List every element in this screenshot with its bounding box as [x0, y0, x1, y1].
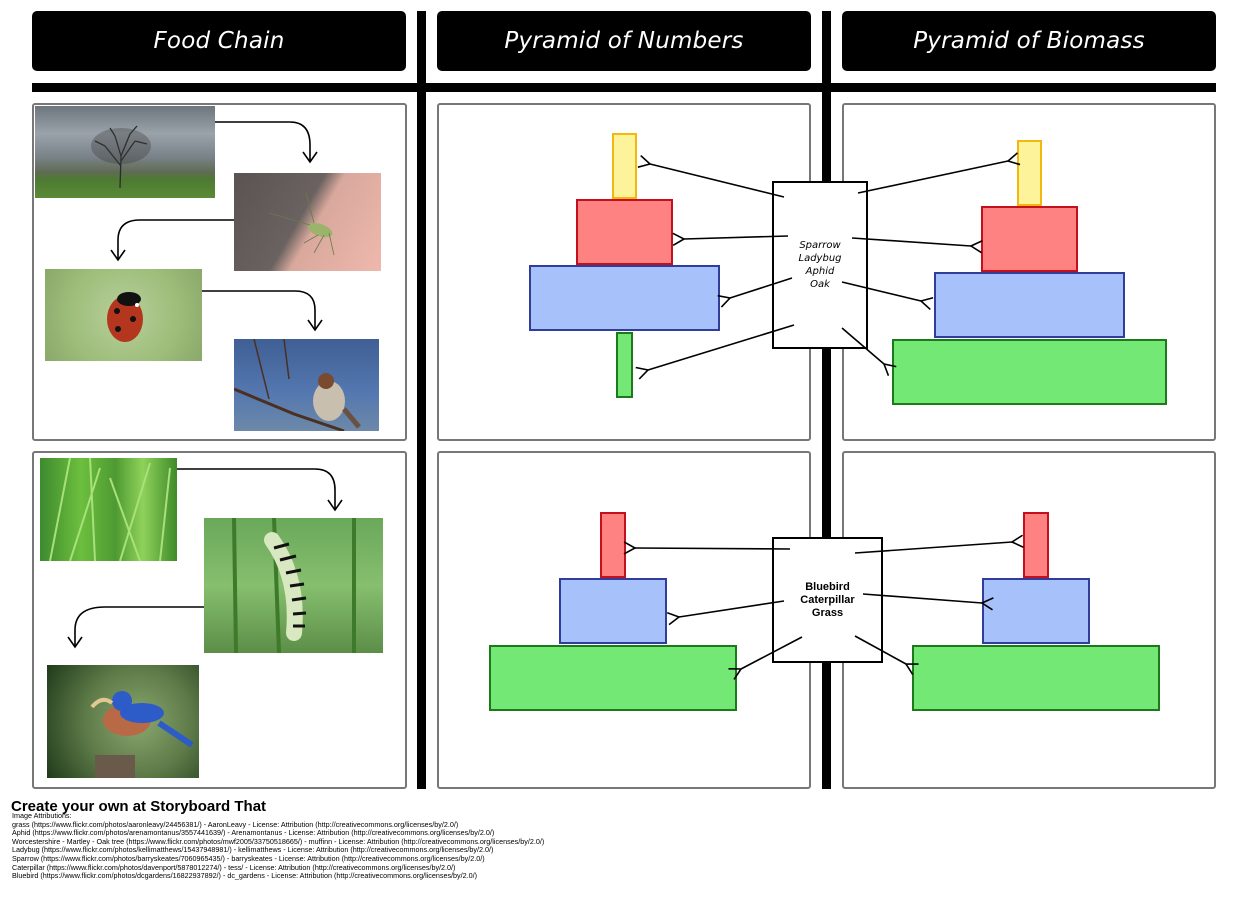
label-line: Aphid	[805, 266, 835, 277]
attributions-heading: Image Attributions:	[12, 811, 72, 820]
label-line: Ladybug	[798, 253, 842, 264]
header-food-chain: Food Chain	[32, 11, 406, 71]
label-line: Caterpillar	[800, 593, 855, 606]
attribution-line: Bluebird (https://www.flickr.com/photos/…	[12, 871, 478, 881]
oak-tree-photo	[35, 106, 215, 198]
horizontal-divider	[32, 83, 1216, 92]
aphid-icon	[268, 192, 335, 256]
label-box-row-2: Bluebird Caterpillar Grass	[772, 537, 883, 663]
bluebird-photo	[47, 665, 199, 778]
numbers-tier-ladybug	[576, 199, 673, 265]
ladybug-photo	[45, 269, 202, 361]
ladybug-icon	[107, 292, 143, 342]
sparrow-icon	[234, 339, 361, 431]
aphid-photo	[234, 173, 381, 271]
label-line: Grass	[811, 606, 844, 619]
biomass-tier-bluebird	[1023, 512, 1049, 578]
label-line: Sparrow	[799, 240, 841, 251]
biomass-tier-grass	[912, 645, 1160, 711]
numbers-tier-bluebird	[600, 512, 626, 578]
label-box-row-1: Sparrow Ladybug Aphid Oak	[772, 181, 868, 349]
image-attributions: Image Attributions: grass (https://www.f…	[12, 811, 545, 881]
numbers-tier-aphid	[529, 265, 720, 331]
header-label: Pyramid of Numbers	[504, 28, 744, 54]
header-pyramid-of-biomass: Pyramid of Biomass	[842, 11, 1216, 71]
biomass-tier-aphid	[934, 272, 1125, 338]
biomass-tier-sparrow	[1017, 140, 1042, 206]
grass-icon	[49, 458, 171, 561]
numbers-tier-oak	[616, 332, 633, 398]
numbers-tier-caterpillar	[559, 578, 667, 644]
biomass-tier-oak	[892, 339, 1167, 405]
bluebird-icon	[90, 691, 194, 778]
label-line: Oak	[810, 279, 830, 290]
vertical-divider-1	[417, 11, 426, 789]
header-label: Food Chain	[153, 28, 285, 54]
caterpillar-icon	[232, 518, 356, 653]
attribution-line: Ladybug (https://www.flickr.com/photos/k…	[12, 845, 494, 855]
biomass-tier-ladybug	[981, 206, 1078, 272]
numbers-tier-sparrow	[612, 133, 637, 199]
header-pyramid-of-numbers: Pyramid of Numbers	[437, 11, 811, 71]
label-line: Bluebird	[805, 580, 850, 593]
attribution-line: grass (https://www.flickr.com/photos/aar…	[12, 819, 459, 829]
numbers-tier-grass	[489, 645, 737, 711]
grass-photo	[40, 458, 177, 561]
sparrow-photo	[234, 339, 379, 431]
attribution-line: Aphid (https://www.flickr.com/photos/are…	[12, 828, 495, 838]
attribution-line: Caterpillar (https://www.flickr.com/phot…	[12, 862, 456, 872]
attribution-line: Worcestershire - Martley - Oak tree (htt…	[12, 836, 545, 846]
biomass-tier-caterpillar	[982, 578, 1090, 644]
attribution-line: Sparrow (https://www.flickr.com/photos/b…	[12, 853, 485, 863]
vertical-divider-2	[822, 11, 831, 789]
caterpillar-photo	[204, 518, 383, 653]
header-label: Pyramid of Biomass	[913, 28, 1145, 54]
oak-tree-icon	[91, 125, 151, 189]
storyboard-that-link[interactable]: Create your own at Storyboard That	[11, 798, 267, 815]
